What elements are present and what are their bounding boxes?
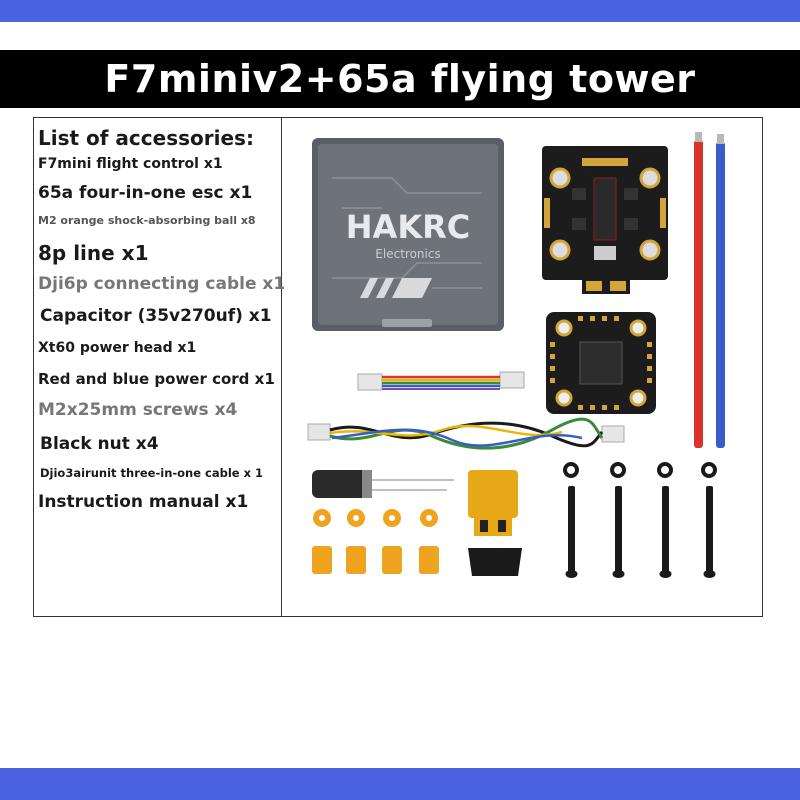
accessory-item: Dji6p connecting cable x1 xyxy=(38,274,286,294)
product-photo: HAKRC Electronics xyxy=(307,132,725,578)
power-cord-icon xyxy=(694,132,725,448)
accessory-item: Djio3airunit three-in-one cable x 1 xyxy=(40,466,264,480)
accessory-item: Black nut x4 xyxy=(40,434,159,454)
box-brand-text: HAKRC xyxy=(346,208,470,246)
top-accent-bar xyxy=(0,0,800,22)
accessory-item: Capacitor (35v270uf) x1 xyxy=(40,306,272,326)
box-subtitle-text: Electronics xyxy=(375,247,440,261)
black-nut-icon xyxy=(563,462,717,478)
accessory-item: Instruction manual x1 xyxy=(38,492,249,512)
bottom-accent-bar xyxy=(0,768,800,800)
capacitor-icon xyxy=(312,470,454,498)
flight-controller-icon xyxy=(546,312,656,414)
shock-absorbing-ball-icon xyxy=(312,509,439,574)
accessory-item: M2x25mm screws x4 xyxy=(38,400,238,420)
page-title: F7miniv2+65a flying tower xyxy=(104,57,696,101)
title-banner: F7miniv2+65a flying tower xyxy=(0,50,800,108)
accessory-heading: List of accessories: xyxy=(38,126,254,150)
column-divider xyxy=(281,118,282,616)
xt60-connector-icon xyxy=(468,470,522,576)
product-table: List of accessories: F7mini flight contr… xyxy=(33,117,763,617)
screw-icon xyxy=(565,486,716,578)
accessory-item: F7mini flight control x1 xyxy=(38,156,223,172)
accessory-item: Red and blue power cord x1 xyxy=(38,370,275,388)
accessory-item: 8p line x1 xyxy=(38,241,149,265)
accessory-item: 65a four-in-one esc x1 xyxy=(38,183,253,203)
accessory-list: List of accessories: F7mini flight contr… xyxy=(38,124,286,512)
accessory-item: Xt60 power head x1 xyxy=(38,340,197,356)
accessory-item: M2 orange shock-absorbing ball x8 xyxy=(38,214,256,227)
8p-line-icon xyxy=(357,371,525,391)
product-box-icon xyxy=(312,138,504,331)
esc-board-icon xyxy=(542,146,668,294)
dji6p-cable-icon xyxy=(307,417,625,450)
